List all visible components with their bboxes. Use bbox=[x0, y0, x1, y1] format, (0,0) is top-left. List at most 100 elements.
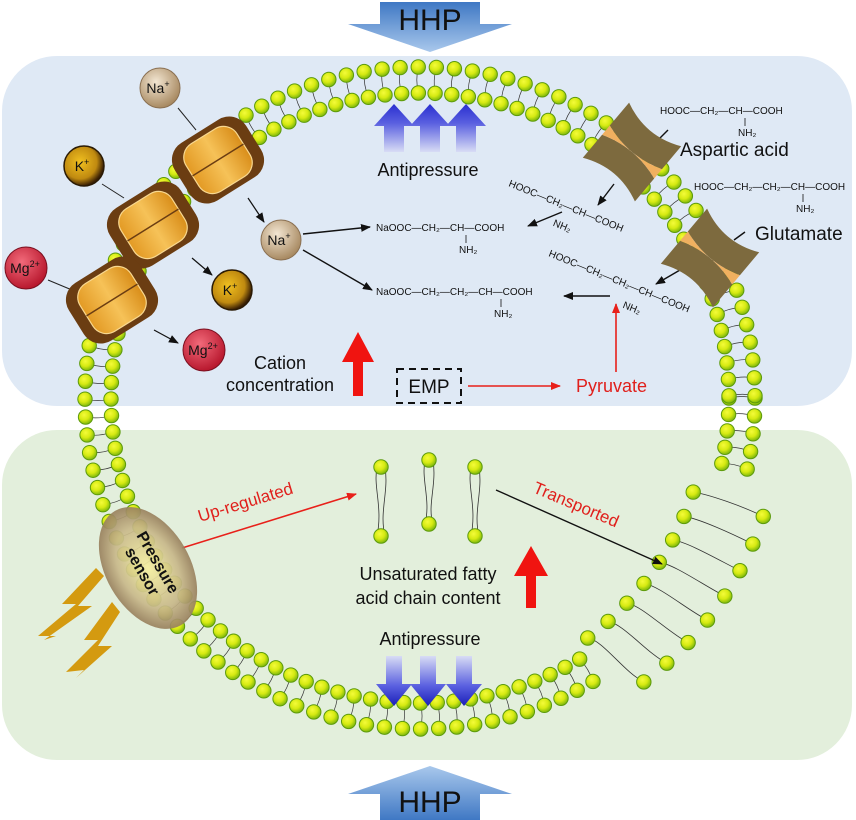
lipid-head bbox=[688, 202, 704, 219]
k-channel bbox=[106, 181, 200, 269]
lipid-head bbox=[239, 643, 255, 659]
lipid-head bbox=[619, 595, 635, 611]
lipid-head bbox=[376, 719, 393, 735]
lipid-head bbox=[444, 86, 460, 103]
lipid-head bbox=[657, 204, 673, 220]
lipid-head bbox=[330, 684, 346, 700]
antipressure-up-arrow bbox=[374, 104, 414, 152]
svg-text:NH₂: NH₂ bbox=[738, 128, 756, 139]
lipid-head bbox=[346, 688, 362, 704]
lightning-bolt-icon bbox=[38, 568, 104, 640]
lipid-head bbox=[747, 387, 763, 404]
antipressure-arrows-bottom bbox=[376, 656, 482, 706]
lipid-head bbox=[464, 63, 481, 79]
lipid-head bbox=[493, 95, 509, 112]
lipid-head bbox=[449, 719, 465, 735]
lipid-head bbox=[77, 409, 94, 425]
sodium-aspartate-formula: NaOOC—CH₂—CH—COOH NH₂ bbox=[376, 223, 504, 256]
lipid-head bbox=[720, 371, 737, 388]
lipid-head bbox=[739, 461, 755, 477]
lipid-head bbox=[281, 114, 297, 130]
lipid-head bbox=[289, 698, 305, 714]
lipid-head bbox=[81, 444, 98, 461]
lipid-head bbox=[467, 528, 483, 544]
lipid-head bbox=[502, 709, 518, 725]
lipid-head bbox=[362, 691, 379, 707]
lipid-head bbox=[484, 713, 501, 729]
lipid-head bbox=[314, 679, 330, 695]
aspartic-acid-outside-formula: HOOC—CH₂—CH—COOH NH₂ bbox=[660, 106, 783, 139]
lipid-head bbox=[107, 440, 123, 457]
lipid-head bbox=[286, 83, 303, 99]
lipid-head bbox=[374, 61, 390, 77]
lipid-head bbox=[745, 352, 761, 368]
lipid-head bbox=[745, 536, 761, 552]
lipid-head bbox=[340, 713, 357, 730]
lipid-head bbox=[356, 63, 372, 80]
lipid-head bbox=[323, 709, 339, 725]
ufa-increase-arrow bbox=[514, 546, 548, 608]
lipid-head bbox=[714, 455, 730, 472]
lipid-head bbox=[659, 655, 675, 671]
lipid-head bbox=[570, 128, 586, 144]
lipid-head bbox=[200, 612, 216, 628]
lipid-head bbox=[495, 684, 511, 700]
antipressure-arrows-top bbox=[374, 104, 486, 152]
lipid-head bbox=[210, 654, 226, 670]
lipid-head bbox=[427, 85, 443, 102]
lipid-head bbox=[511, 679, 527, 695]
lipid-head bbox=[542, 666, 558, 683]
lipid-head bbox=[283, 667, 299, 683]
lipid-head bbox=[373, 528, 389, 544]
k-ion-inside: K+ bbox=[211, 269, 253, 311]
lipid-head bbox=[677, 188, 694, 204]
lipid-head bbox=[482, 66, 498, 83]
lipid-head bbox=[446, 61, 463, 77]
cation-increase-arrow bbox=[342, 332, 374, 396]
lipid-head bbox=[212, 623, 229, 639]
lipid-head bbox=[540, 112, 556, 129]
svg-text:Na+: Na+ bbox=[267, 231, 290, 248]
lipid-head bbox=[182, 631, 199, 647]
lipid-head bbox=[77, 391, 93, 407]
lipid-head bbox=[467, 459, 483, 475]
mg-ion-outside: Mg2+ bbox=[4, 246, 48, 290]
mg-ion-inside: Mg2+ bbox=[182, 328, 226, 372]
lipid-head bbox=[500, 70, 516, 87]
lipid-head bbox=[412, 721, 429, 737]
lipid-head bbox=[79, 355, 95, 372]
antipressure-up-arrow bbox=[446, 104, 486, 152]
lipid-head bbox=[254, 98, 270, 114]
lipid-head bbox=[85, 462, 101, 478]
lipid-head bbox=[410, 85, 427, 101]
lipid-head bbox=[477, 92, 493, 108]
antipressure-up-arrow bbox=[410, 104, 450, 152]
k-ion-outside: K+ bbox=[63, 145, 105, 187]
lipid-head bbox=[105, 424, 121, 440]
lipid-head bbox=[732, 562, 748, 579]
lipid-head bbox=[525, 106, 541, 122]
lipid-head bbox=[666, 217, 683, 234]
lipid-head bbox=[720, 406, 737, 423]
aspartic-acid-transporter bbox=[582, 102, 682, 202]
antipressure-down-arrow bbox=[376, 656, 412, 706]
lipid-head bbox=[306, 704, 322, 720]
na-channel bbox=[171, 116, 265, 204]
lipid-head bbox=[460, 89, 477, 105]
svg-text:K+: K+ bbox=[75, 157, 90, 174]
lipid-head bbox=[755, 508, 771, 525]
lipid-head bbox=[713, 322, 730, 339]
lipid-head bbox=[509, 100, 525, 117]
lipid-head bbox=[373, 459, 389, 475]
lipid-head bbox=[268, 660, 284, 676]
cation-label-line2: concentration bbox=[226, 375, 334, 395]
svg-text:HOOC—CH₂—CH₂—CH—COOH: HOOC—CH₂—CH₂—CH—COOH bbox=[694, 182, 845, 193]
lipid-head bbox=[517, 76, 533, 92]
aspartic-acid-label: Aspartic acid bbox=[680, 140, 789, 161]
lipid-head bbox=[536, 697, 553, 714]
lipid-head bbox=[270, 90, 286, 106]
lipid-head bbox=[410, 59, 426, 75]
glutamate-transporter bbox=[660, 208, 760, 308]
lipid-head bbox=[77, 373, 94, 389]
